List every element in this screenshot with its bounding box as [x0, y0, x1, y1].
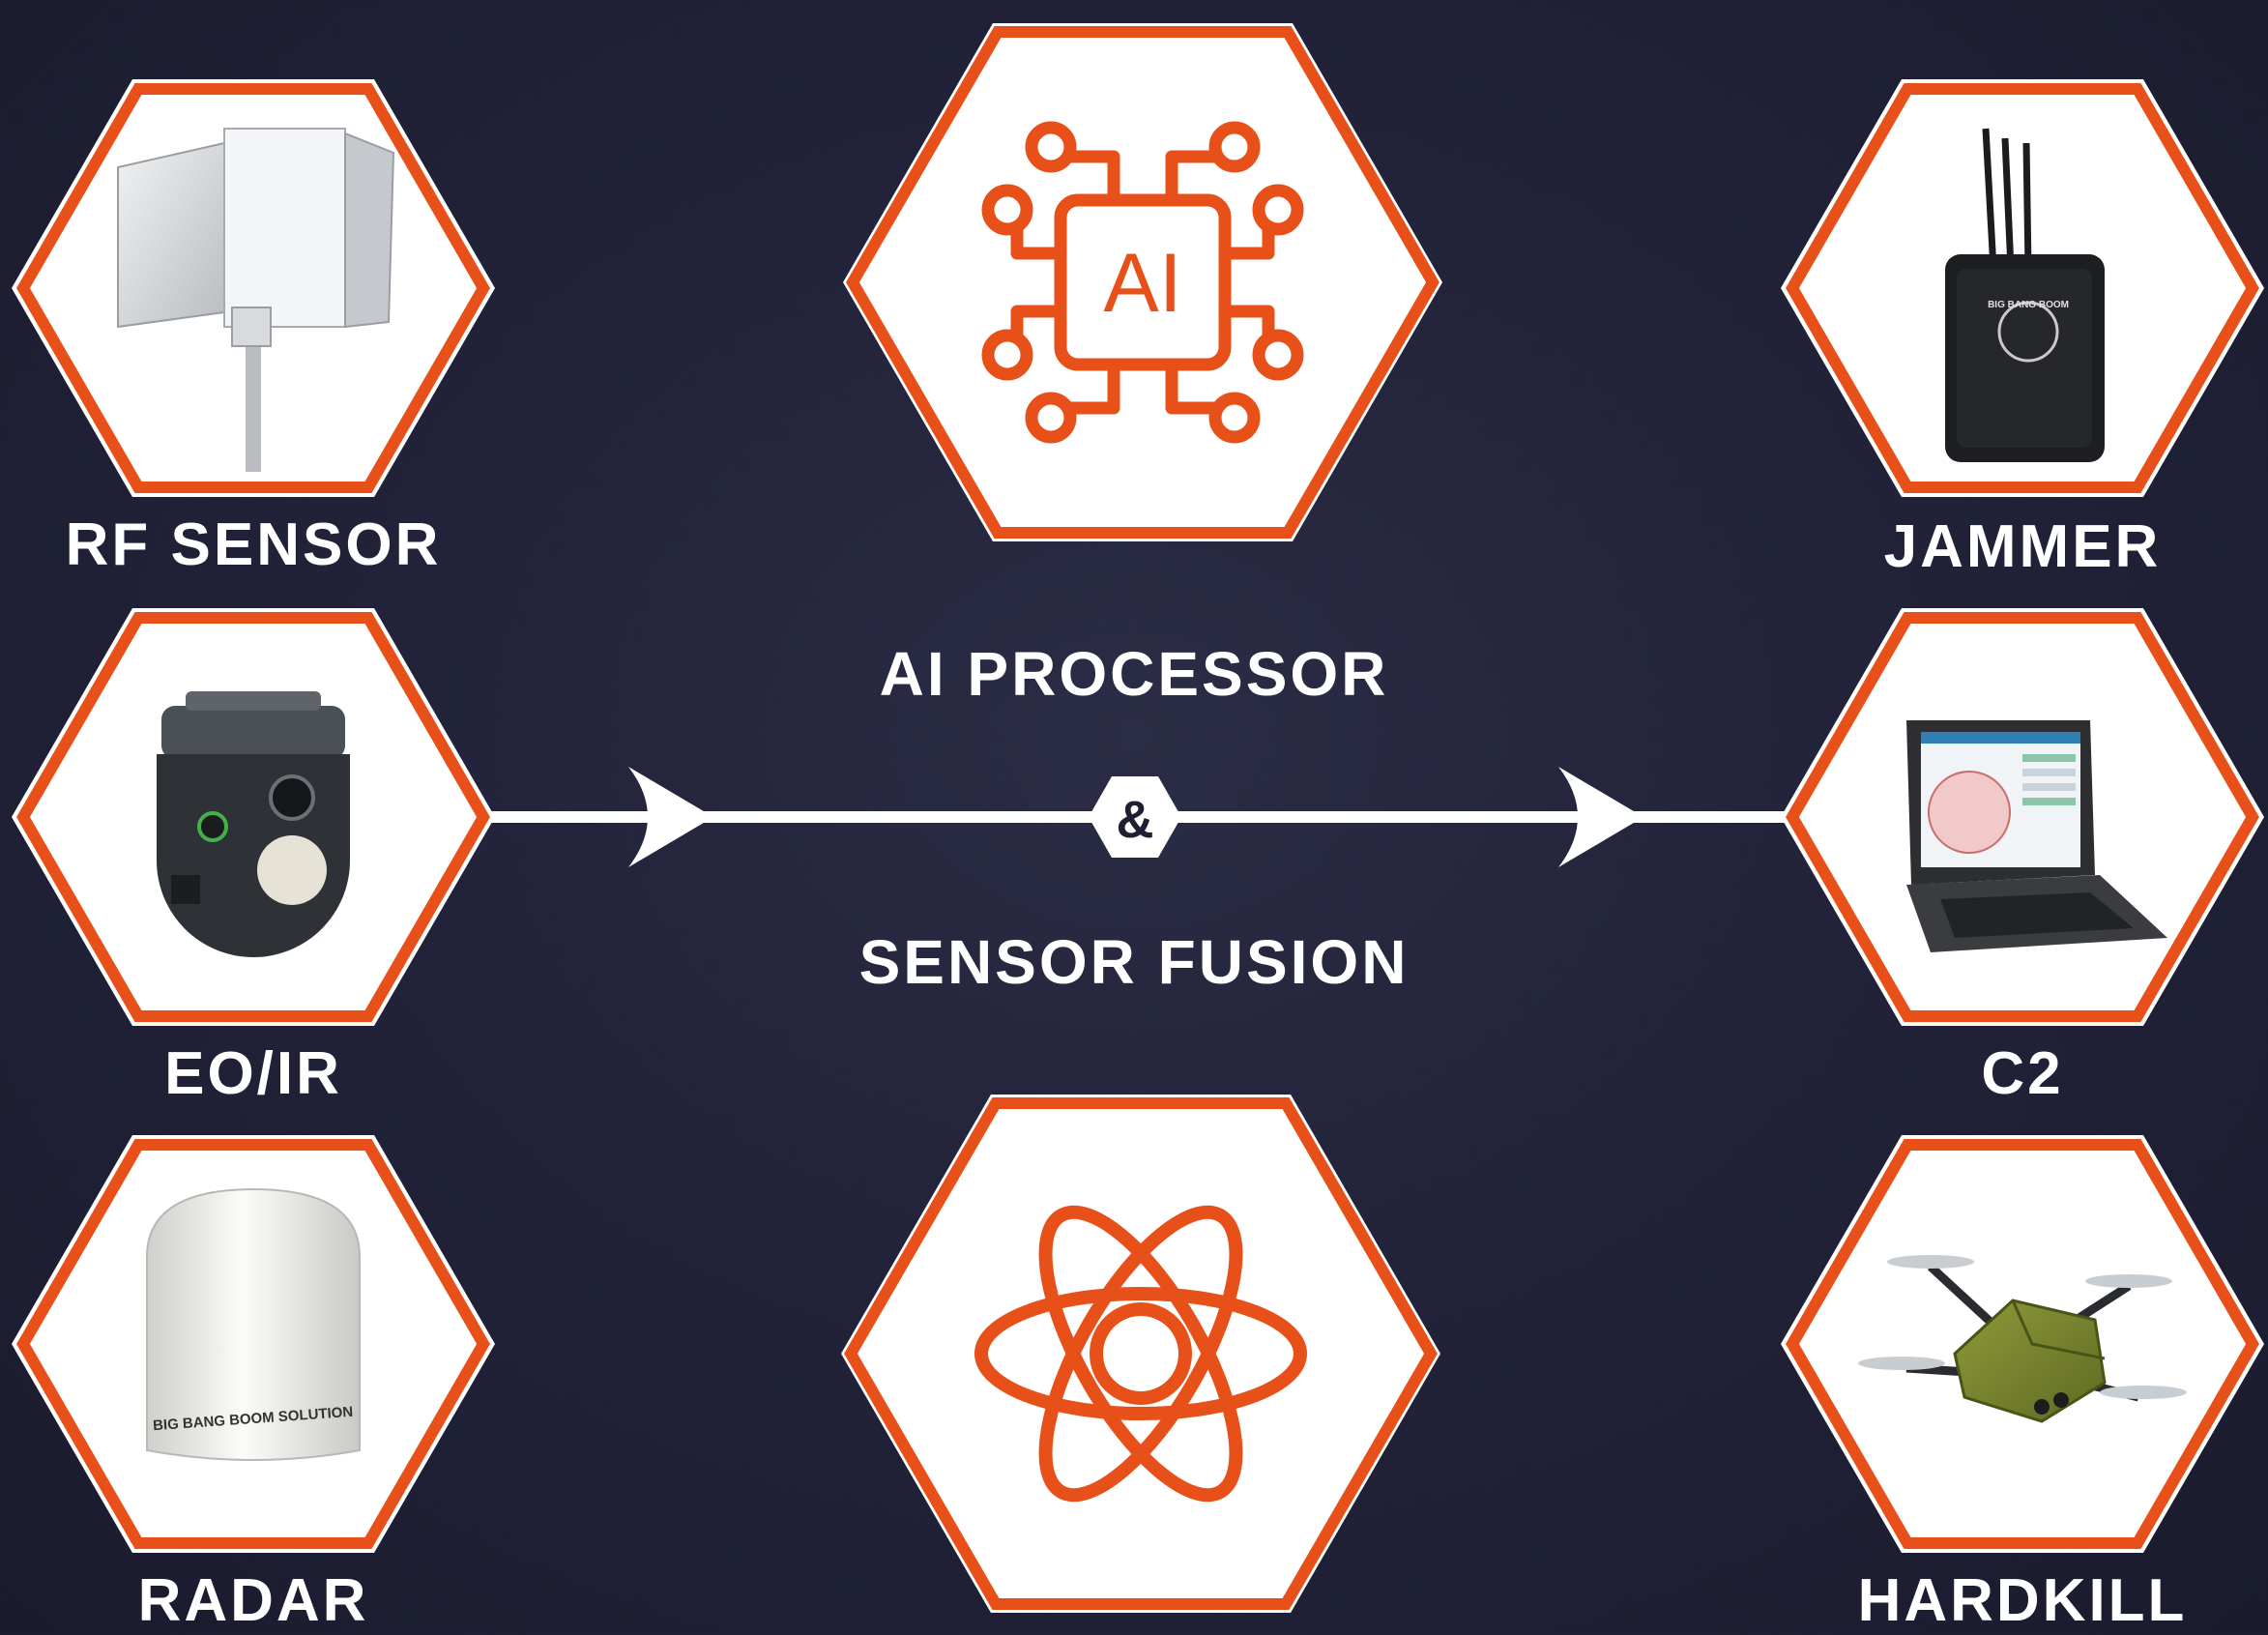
eo-ir-label: EO/IR [164, 1040, 342, 1107]
ai-processor-hexagon: AI [843, 23, 1442, 541]
radar-hexagon: BIG BANG BOOM SOLUTION [12, 1135, 495, 1553]
jammer-device-text: BIG BANG BOOM [1988, 300, 2069, 310]
hardkill-hexagon [1781, 1135, 2264, 1553]
hardkill-drone-icon [1858, 1255, 2187, 1423]
radar-label: RADAR [137, 1567, 369, 1634]
jammer-hexagon: BIG BANG BOOM [1781, 79, 2264, 497]
rf-sensor-panel-antenna-icon [117, 128, 395, 472]
sensor-fusion-hexagon [841, 1095, 1440, 1613]
connector-hexagon [1089, 776, 1181, 858]
eo-ir-gimbal-camera-icon [157, 691, 350, 957]
jammer-case-antenna-icon: BIG BANG BOOM [1945, 128, 2105, 462]
hardkill-label: HARDKILL [1857, 1567, 2188, 1634]
eo-ir-hexagon [12, 608, 495, 1026]
radar-dome-icon: BIG BANG BOOM SOLUTION [146, 1187, 361, 1461]
jammer-label: JAMMER [1883, 513, 2162, 580]
arrowhead-right-icon [1558, 767, 1643, 867]
ai-processor-title: AI PROCESSOR [879, 639, 1389, 709]
flow-arrow-left [483, 767, 1102, 867]
ai-chip-circuit-icon [981, 121, 1304, 444]
ai-chip-text: AI [1103, 237, 1181, 330]
c2-rugged-laptop-icon [1906, 720, 2167, 952]
connector-ampersand: & [1116, 791, 1154, 849]
atom-icon [974, 1205, 1307, 1503]
rf-sensor-label: RF SENSOR [65, 511, 442, 578]
c2-label: C2 [1981, 1040, 2064, 1107]
c2-hexagon [1781, 608, 2264, 1026]
rf-sensor-hexagon [12, 79, 495, 497]
flow-arrow-right [1170, 767, 1800, 867]
arrowhead-left-icon [628, 767, 713, 867]
sensor-fusion-title: SENSOR FUSION [858, 927, 1410, 997]
